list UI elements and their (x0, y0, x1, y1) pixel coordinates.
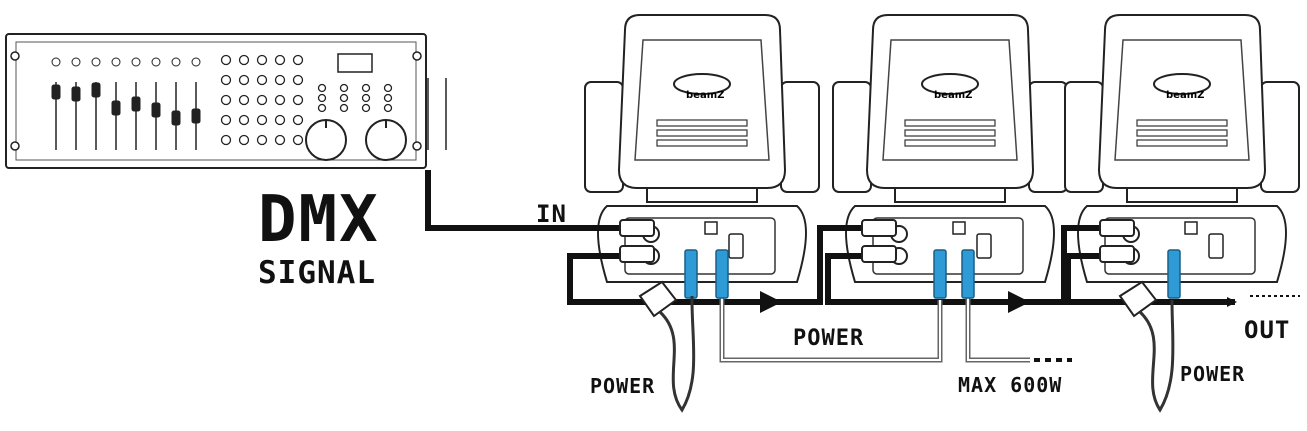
moving-head-fixture-1: beamZ (584, 14, 820, 283)
fixture-brand: beamZ (686, 90, 724, 101)
in-label: IN (536, 200, 567, 228)
power-label-left: POWER (590, 374, 656, 398)
power-label-middle: POWER (793, 326, 865, 351)
signal-direction-arrows (760, 291, 1030, 313)
mains-plug-left (638, 280, 696, 413)
dmx-title: DMX (258, 183, 380, 257)
moving-head-fixture-2: beamZ (832, 14, 1068, 283)
fixture-brand: beamZ (934, 90, 972, 101)
moving-head-fixture-3: beamZ (1064, 14, 1300, 283)
fixture-brand: beamZ (1166, 90, 1204, 101)
signal-title: SIGNAL (258, 255, 376, 291)
power-label-right: POWER (1180, 362, 1246, 386)
dmx-controller (5, 33, 447, 169)
xlr-connectors (619, 219, 1135, 263)
max-load-label: MAX 600W (958, 373, 1063, 397)
out-label: OUT (1244, 316, 1291, 344)
power-connectors (684, 249, 1181, 299)
mains-plug-right (1118, 280, 1175, 413)
